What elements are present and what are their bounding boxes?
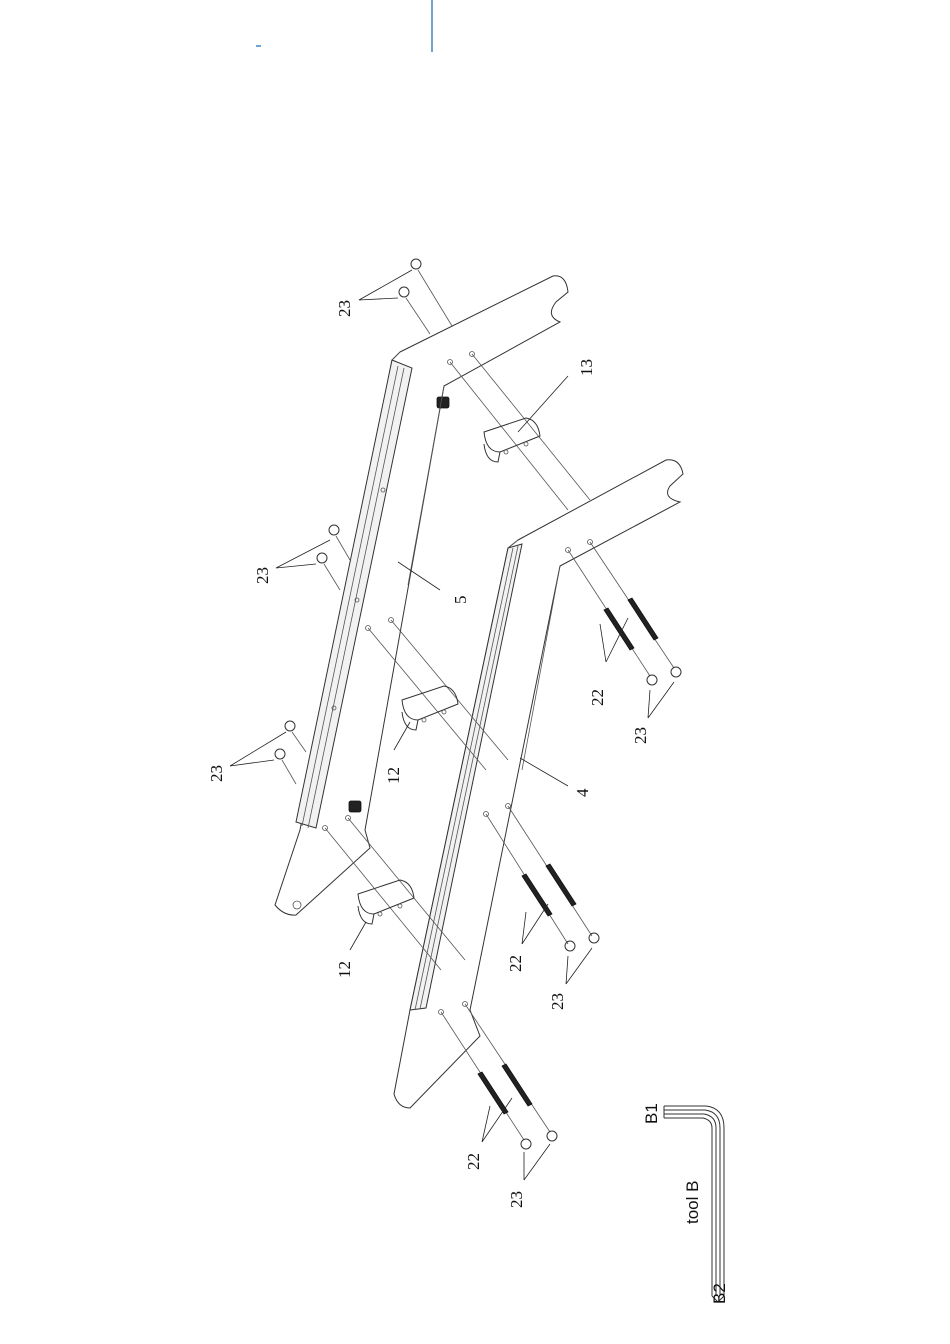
screws-low (275, 721, 306, 784)
label-part-22-upper: 22 (588, 689, 607, 706)
label-part-12-lower: 12 (335, 961, 354, 978)
label-part-23-top: 23 (335, 300, 354, 317)
bolt-set-upper (568, 542, 681, 685)
label-part-23-lower-right: 23 (507, 1191, 526, 1208)
label-part-22-lower: 22 (464, 1153, 483, 1170)
bolt-set-lower (441, 1004, 557, 1149)
tool-name-label: tool B (683, 1181, 702, 1224)
connecting-axes (325, 354, 590, 970)
tool-end-b2-label: B2 (710, 1283, 729, 1304)
bolt-set-middle (486, 806, 599, 951)
tool-end-b1-label: B1 (642, 1103, 661, 1124)
leader-lines (230, 270, 674, 1180)
label-part-5: 5 (451, 596, 470, 605)
frame-part-4 (394, 460, 683, 1108)
label-part-23-mid: 23 (253, 567, 272, 584)
label-part-12-upper: 12 (384, 767, 403, 784)
spacer-block-12-lower (358, 880, 414, 924)
screws-mid (317, 525, 350, 590)
label-part-23-middle-right: 23 (548, 993, 567, 1010)
label-part-23-upper-right: 23 (631, 727, 650, 744)
label-part-4: 4 (573, 788, 592, 797)
screws-top (399, 259, 452, 334)
label-part-23-low: 23 (207, 765, 226, 782)
spacer-block-12-upper (402, 686, 458, 730)
frame-part-5 (275, 276, 568, 915)
label-part-13: 13 (577, 359, 596, 376)
label-part-22-middle: 22 (506, 955, 525, 972)
